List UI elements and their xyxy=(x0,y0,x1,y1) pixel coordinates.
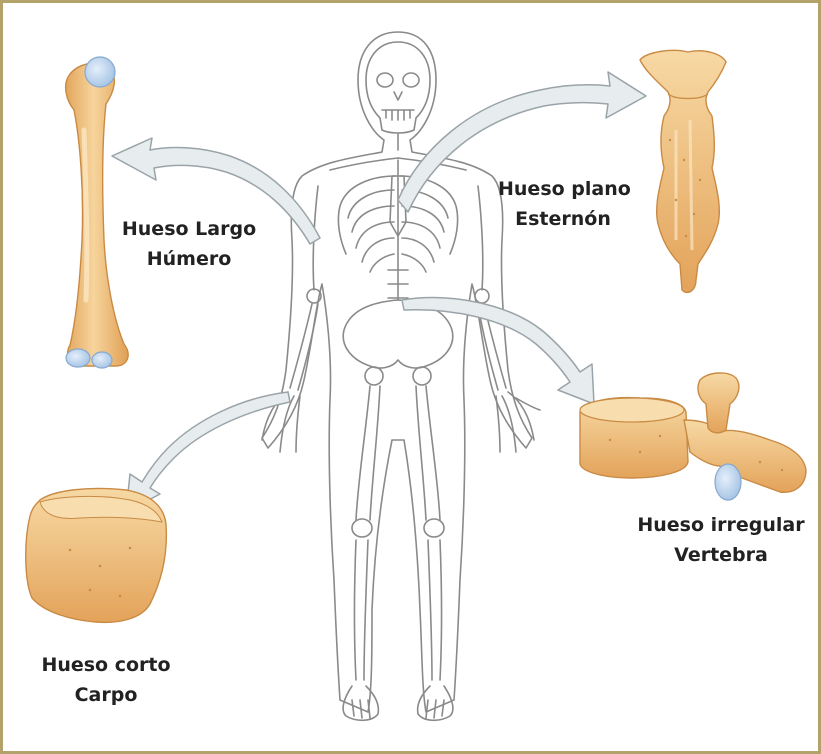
label-long-bone-type: Hueso Largo xyxy=(118,214,260,244)
vertebra-bone-icon xyxy=(580,373,806,500)
sternum-bone-icon xyxy=(640,50,726,292)
label-irregular-bone-example: Vertebra xyxy=(636,540,806,570)
label-flat-bone-example: Esternón xyxy=(498,204,628,234)
label-short-bone: Hueso corto Carpo xyxy=(36,650,176,710)
label-long-bone-example: Húmero xyxy=(118,244,260,274)
label-irregular-bone: Hueso irregular Vertebra xyxy=(636,510,806,570)
label-flat-bone-type: Hueso plano xyxy=(498,174,628,204)
arrow-to-carpal-icon xyxy=(126,392,290,512)
label-flat-bone: Hueso plano Esternón xyxy=(498,174,628,234)
label-irregular-bone-type: Hueso irregular xyxy=(636,510,806,540)
label-short-bone-example: Carpo xyxy=(36,680,176,710)
label-short-bone-type: Hueso corto xyxy=(36,650,176,680)
label-long-bone: Hueso Largo Húmero xyxy=(118,214,260,274)
skeleton-figure-icon xyxy=(256,32,540,720)
carpal-bone-icon xyxy=(26,488,167,622)
humerus-bone-icon xyxy=(66,57,129,368)
arrows-group xyxy=(112,72,646,512)
